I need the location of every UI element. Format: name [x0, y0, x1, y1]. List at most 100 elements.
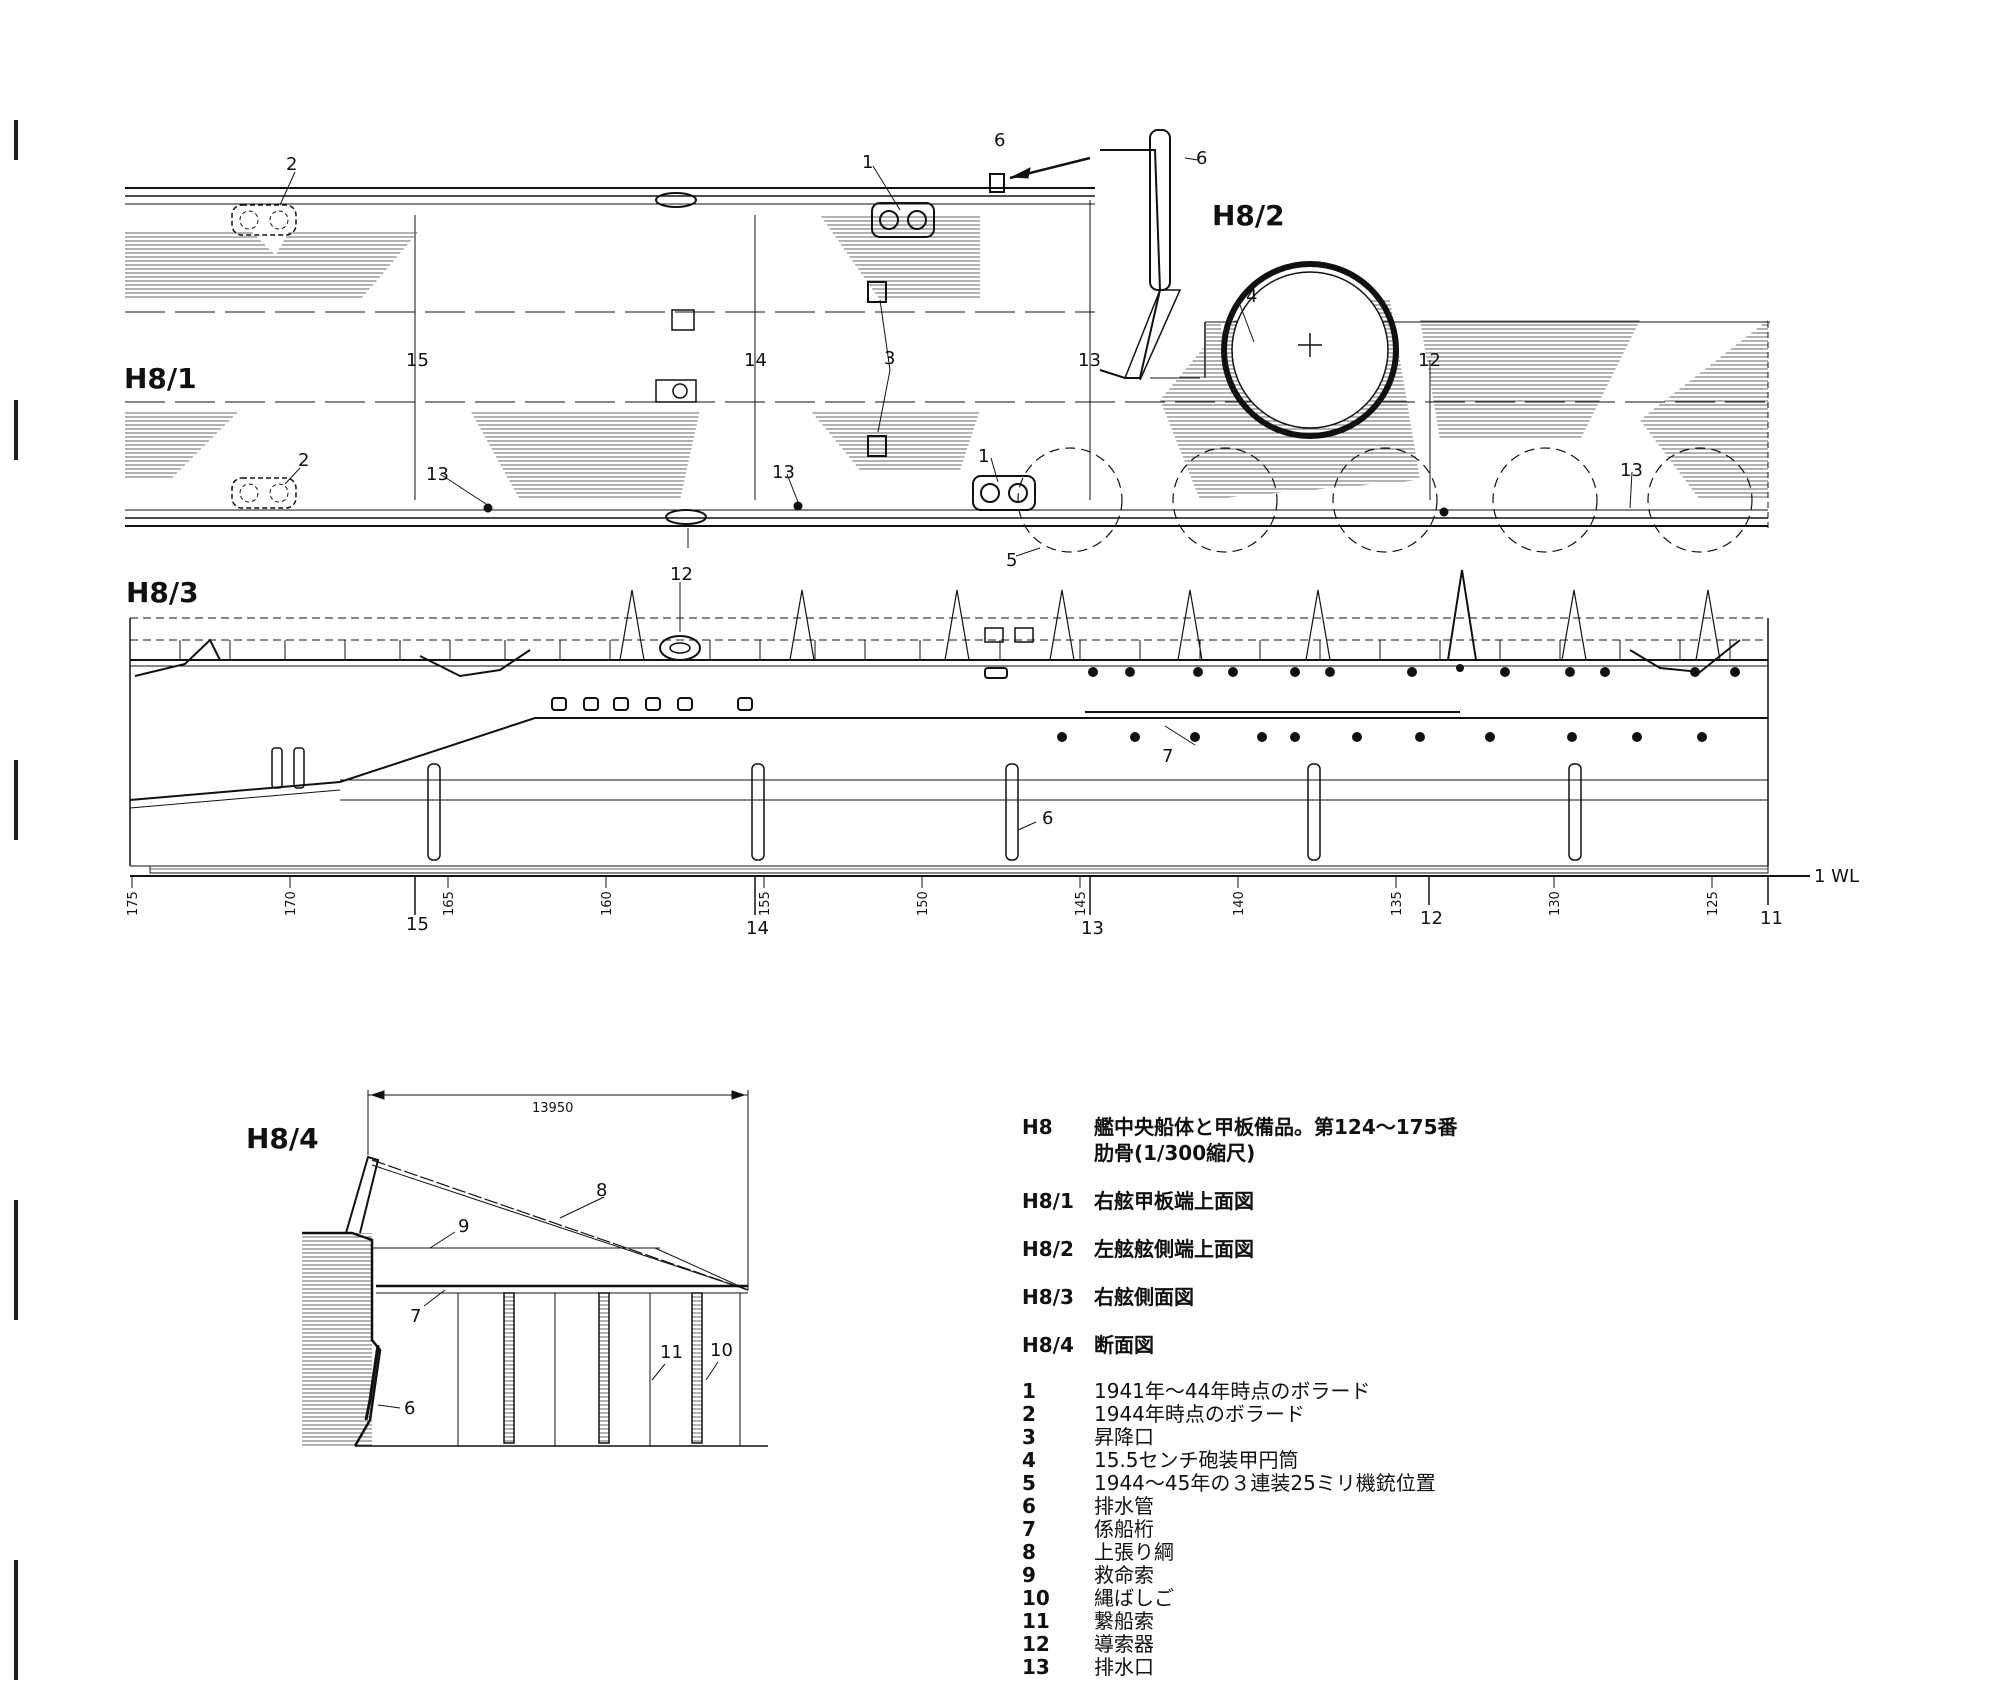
station-labels: 15 14 13 12 11 1 WL	[406, 866, 1859, 939]
legend-item-text: 上張り綱	[1094, 1540, 1174, 1564]
view-label-h8-4: H8/4	[246, 1122, 319, 1155]
legend-item-number: 10	[1022, 1586, 1050, 1610]
legend-item-text: 縄ばしご	[1094, 1586, 1174, 1610]
legend-item-number: 6	[1022, 1494, 1036, 1518]
callout-2: 2	[298, 450, 309, 471]
legend-view-text: 断面図	[1094, 1333, 1154, 1357]
frame-tick-label: 130	[1548, 891, 1563, 916]
legend-item-number: 12	[1022, 1632, 1050, 1656]
callout-1: 1	[862, 152, 873, 173]
scan-edge-mark	[14, 760, 18, 840]
callout-10: 10	[710, 1340, 733, 1361]
callout-6: 6	[404, 1398, 415, 1419]
view-h8-4-cross-section	[302, 1090, 768, 1447]
legend-item-text: 繋船索	[1094, 1609, 1154, 1633]
callout-13: 13	[1078, 350, 1101, 371]
callout-6: 6	[1196, 148, 1207, 169]
waterline-label: 1 WL	[1814, 866, 1859, 887]
callout-4: 4	[1246, 286, 1257, 307]
scan-edge-mark	[14, 1200, 18, 1320]
callout-labels: 1 1 2 2 3 4 5 6 6 6 6 7 7 8 9 10 11 12 1…	[286, 130, 1643, 1419]
callout-7: 7	[410, 1306, 421, 1327]
legend-item-number: 9	[1022, 1563, 1036, 1587]
frame-tick-label: 155	[758, 891, 773, 916]
legend-item-number: 7	[1022, 1517, 1036, 1541]
legend-view-code: H8/3	[1022, 1285, 1074, 1309]
legend-item-text: 1944〜45年の３連装25ミリ機銃位置	[1094, 1471, 1436, 1495]
frame-tick-label: 160	[600, 891, 615, 916]
legend-item-number: 3	[1022, 1425, 1036, 1449]
callout-3: 3	[884, 348, 895, 369]
scan-edge-mark	[14, 400, 18, 460]
callout-13: 13	[1620, 460, 1643, 481]
view-label-h8-2: H8/2	[1212, 199, 1285, 232]
frame-tick-label: 145	[1074, 891, 1089, 916]
legend-view-text: 右舷側面図	[1094, 1285, 1194, 1309]
frame-tick-labels: 175 170 165 160 155 150 145 140 135 130 …	[126, 891, 1721, 916]
callout-9: 9	[458, 1216, 469, 1237]
legend-item-number: 5	[1022, 1471, 1036, 1495]
legend-item-number: 13	[1022, 1655, 1050, 1679]
section-dimension: 13950	[532, 1101, 573, 1116]
legend-item-number: 8	[1022, 1540, 1036, 1564]
callout-13: 13	[772, 462, 795, 483]
station-label: 13	[1081, 918, 1104, 939]
station-label: 15	[406, 914, 429, 935]
callout-5: 5	[1006, 550, 1017, 571]
view-labels: H8/1 H8/2 H8/3 H8/4	[124, 199, 1285, 1155]
view-h8-3-side-elevation	[129, 569, 1810, 877]
legend-view-code: H8/2	[1022, 1237, 1074, 1261]
frame-tick-label: 150	[916, 891, 931, 916]
legend-item-text: 1944年時点のボラード	[1094, 1402, 1305, 1426]
frame-tick-label: 125	[1706, 891, 1721, 916]
scan-edge-mark	[14, 120, 18, 160]
legend-item-text: 1941年〜44年時点のボラード	[1094, 1379, 1370, 1403]
view-label-h8-1: H8/1	[124, 362, 197, 395]
frame-tick-label: 175	[126, 891, 141, 916]
legend-title-code: H8	[1022, 1115, 1053, 1139]
legend-item-text: 昇降口	[1094, 1425, 1154, 1449]
frame-scale	[131, 876, 1769, 915]
frame-tick-label: 170	[284, 891, 299, 916]
callout-7: 7	[1162, 746, 1173, 767]
frame-tick-label: 140	[1232, 891, 1247, 916]
callout-12: 12	[670, 564, 693, 585]
callout-8: 8	[596, 1180, 607, 1201]
station-label: 14	[746, 918, 769, 939]
legend-view-code: H8/1	[1022, 1189, 1074, 1213]
callout-12: 12	[1418, 350, 1441, 371]
legend-view-text: 右舷甲板端上面図	[1094, 1189, 1254, 1213]
callout-6: 6	[1042, 808, 1053, 829]
station-label: 12	[1420, 908, 1443, 929]
legend-item-number: 4	[1022, 1448, 1036, 1472]
legend-view-text: 左舷舷側端上面図	[1094, 1237, 1254, 1261]
callout-15: 15	[406, 350, 429, 371]
legend-item-text: 排水口	[1094, 1655, 1154, 1679]
legend-item-text: 導索器	[1094, 1632, 1154, 1656]
legend-item-number: 11	[1022, 1609, 1050, 1633]
frame-tick-label: 135	[1390, 891, 1405, 916]
callout-14: 14	[744, 350, 767, 371]
legend-item-text: 15.5センチ砲装甲円筒	[1094, 1448, 1299, 1472]
legend-item-number: 1	[1022, 1379, 1036, 1403]
callout-6: 6	[994, 130, 1005, 151]
view-label-h8-3: H8/3	[126, 576, 199, 609]
scan-edge-mark	[14, 1560, 18, 1680]
legend-item-number: 2	[1022, 1402, 1036, 1426]
callout-2: 2	[286, 154, 297, 175]
frame-tick-label: 165	[442, 891, 457, 916]
callout-11: 11	[660, 1342, 683, 1363]
legend-view-code: H8/4	[1022, 1333, 1074, 1357]
legend-item-text: 救命索	[1094, 1563, 1154, 1587]
legend-title-line1: 艦中央船体と甲板備品。第124〜175番	[1094, 1115, 1458, 1139]
callout-1: 1	[978, 446, 989, 467]
callout-13: 13	[426, 464, 449, 485]
legend-title-line2: 肋骨(1/300縮尺)	[1094, 1141, 1255, 1165]
station-label: 11	[1760, 908, 1783, 929]
legend-item-text: 排水管	[1094, 1494, 1154, 1518]
legend: H8 艦中央船体と甲板備品。第124〜175番 肋骨(1/300縮尺) H8/1…	[1022, 1115, 1458, 1679]
view-h8-1-deck-plan	[125, 156, 1768, 557]
legend-item-text: 係船桁	[1094, 1517, 1154, 1541]
view-h8-2-hull-plan	[1099, 129, 1770, 530]
